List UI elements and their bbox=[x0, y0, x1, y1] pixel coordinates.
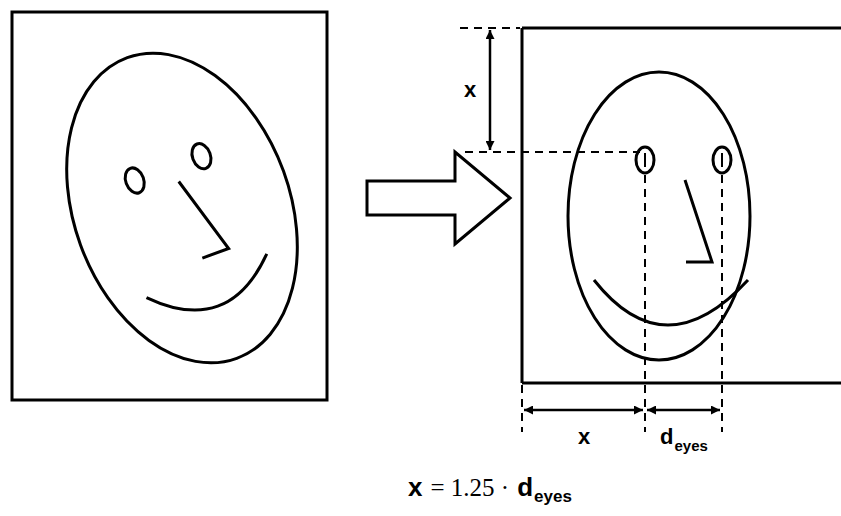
dimension-label: x bbox=[464, 79, 476, 101]
formula-subscript: eyes bbox=[534, 488, 572, 505]
dimension-arrows bbox=[490, 30, 720, 410]
formula-variable: x bbox=[408, 474, 422, 500]
tilted-face bbox=[26, 21, 338, 396]
dimension-subscript: eyes bbox=[674, 438, 707, 453]
formula-variable: d bbox=[517, 474, 533, 500]
dimension-guides bbox=[460, 28, 722, 432]
aligned-frame bbox=[522, 28, 841, 383]
dimension-label: d bbox=[660, 426, 673, 448]
source-frame bbox=[12, 12, 327, 400]
dimension-label: x bbox=[578, 426, 590, 448]
formula-text: = 1.25 · bbox=[430, 475, 509, 500]
transform-arrow bbox=[367, 152, 510, 244]
